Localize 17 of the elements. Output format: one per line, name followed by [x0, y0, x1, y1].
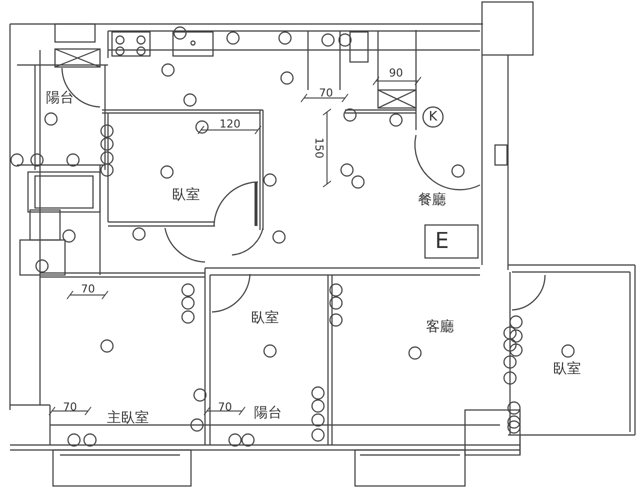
dimension-label: 90	[389, 68, 403, 78]
dimension-label: 70	[218, 402, 232, 412]
room-label: 餐廳	[418, 193, 446, 207]
room-label: 臥室	[251, 311, 279, 325]
dimension-label: 120	[220, 118, 240, 130]
room-label: 客廳	[426, 320, 454, 334]
dimension-label: 70	[319, 88, 333, 98]
symbol-letter: K	[428, 110, 438, 124]
room-label: 臥室	[553, 362, 581, 376]
room-label: 陽台	[254, 406, 282, 420]
dimension-label: 150	[314, 138, 324, 158]
room-label: 主臥室	[107, 411, 149, 425]
symbol-letter: E	[435, 231, 449, 253]
room-label: 陽台	[46, 91, 74, 105]
dimension-label: 70	[81, 284, 95, 294]
room-label: 臥室	[172, 188, 200, 202]
dimension-label: 70	[63, 402, 77, 412]
